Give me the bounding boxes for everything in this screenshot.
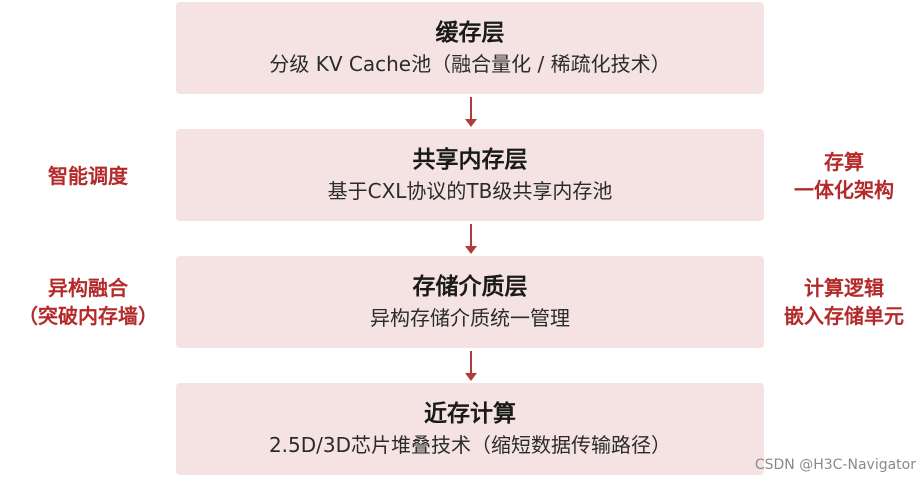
layer-description: 基于CXL协议的TB级共享内存池 bbox=[327, 179, 613, 203]
side-label-line: 嵌入存储单元 bbox=[784, 304, 904, 328]
side-label-line: （突破内存墙） bbox=[18, 304, 158, 328]
side-label-line: 计算逻辑 bbox=[804, 276, 884, 300]
layer-storage-media: 存储介质层 异构存储介质统一管理 bbox=[176, 256, 764, 348]
side-label-line: 存算 bbox=[824, 150, 864, 174]
layer-description: 2.5D/3D芯片堆叠技术（缩短数据传输路径） bbox=[268, 433, 672, 457]
right-label-logic-in-storage: 计算逻辑 嵌入存储单元 bbox=[764, 274, 924, 330]
left-label-smart-scheduling: 智能调度 bbox=[0, 162, 176, 190]
left-label-heterogeneous-fusion: 异构融合 （突破内存墙） bbox=[0, 274, 176, 330]
down-arrow-icon bbox=[465, 97, 477, 127]
layer-near-memory-compute: 近存计算 2.5D/3D芯片堆叠技术（缩短数据传输路径） bbox=[176, 383, 764, 475]
down-arrow-icon bbox=[465, 351, 477, 381]
right-label-compute-in-memory: 存算 一体化架构 bbox=[764, 148, 924, 204]
watermark: CSDN @H3C-Navigator bbox=[754, 457, 916, 473]
layer-title: 共享内存层 bbox=[412, 147, 528, 173]
layer-title: 缓存层 bbox=[435, 20, 505, 46]
side-label-line: 一体化架构 bbox=[794, 178, 894, 202]
layer-description: 异构存储介质统一管理 bbox=[370, 306, 570, 330]
side-label-line: 智能调度 bbox=[48, 164, 128, 188]
down-arrow-icon bbox=[465, 224, 477, 254]
layer-description: 分级 KV Cache池（融合量化 / 稀疏化技术） bbox=[269, 52, 671, 76]
layer-shared-memory: 共享内存层 基于CXL协议的TB级共享内存池 bbox=[176, 129, 764, 221]
layer-cache: 缓存层 分级 KV Cache池（融合量化 / 稀疏化技术） bbox=[176, 2, 764, 94]
layer-title: 近存计算 bbox=[424, 401, 516, 427]
side-label-line: 异构融合 bbox=[48, 276, 128, 300]
layer-title: 存储介质层 bbox=[412, 274, 528, 300]
